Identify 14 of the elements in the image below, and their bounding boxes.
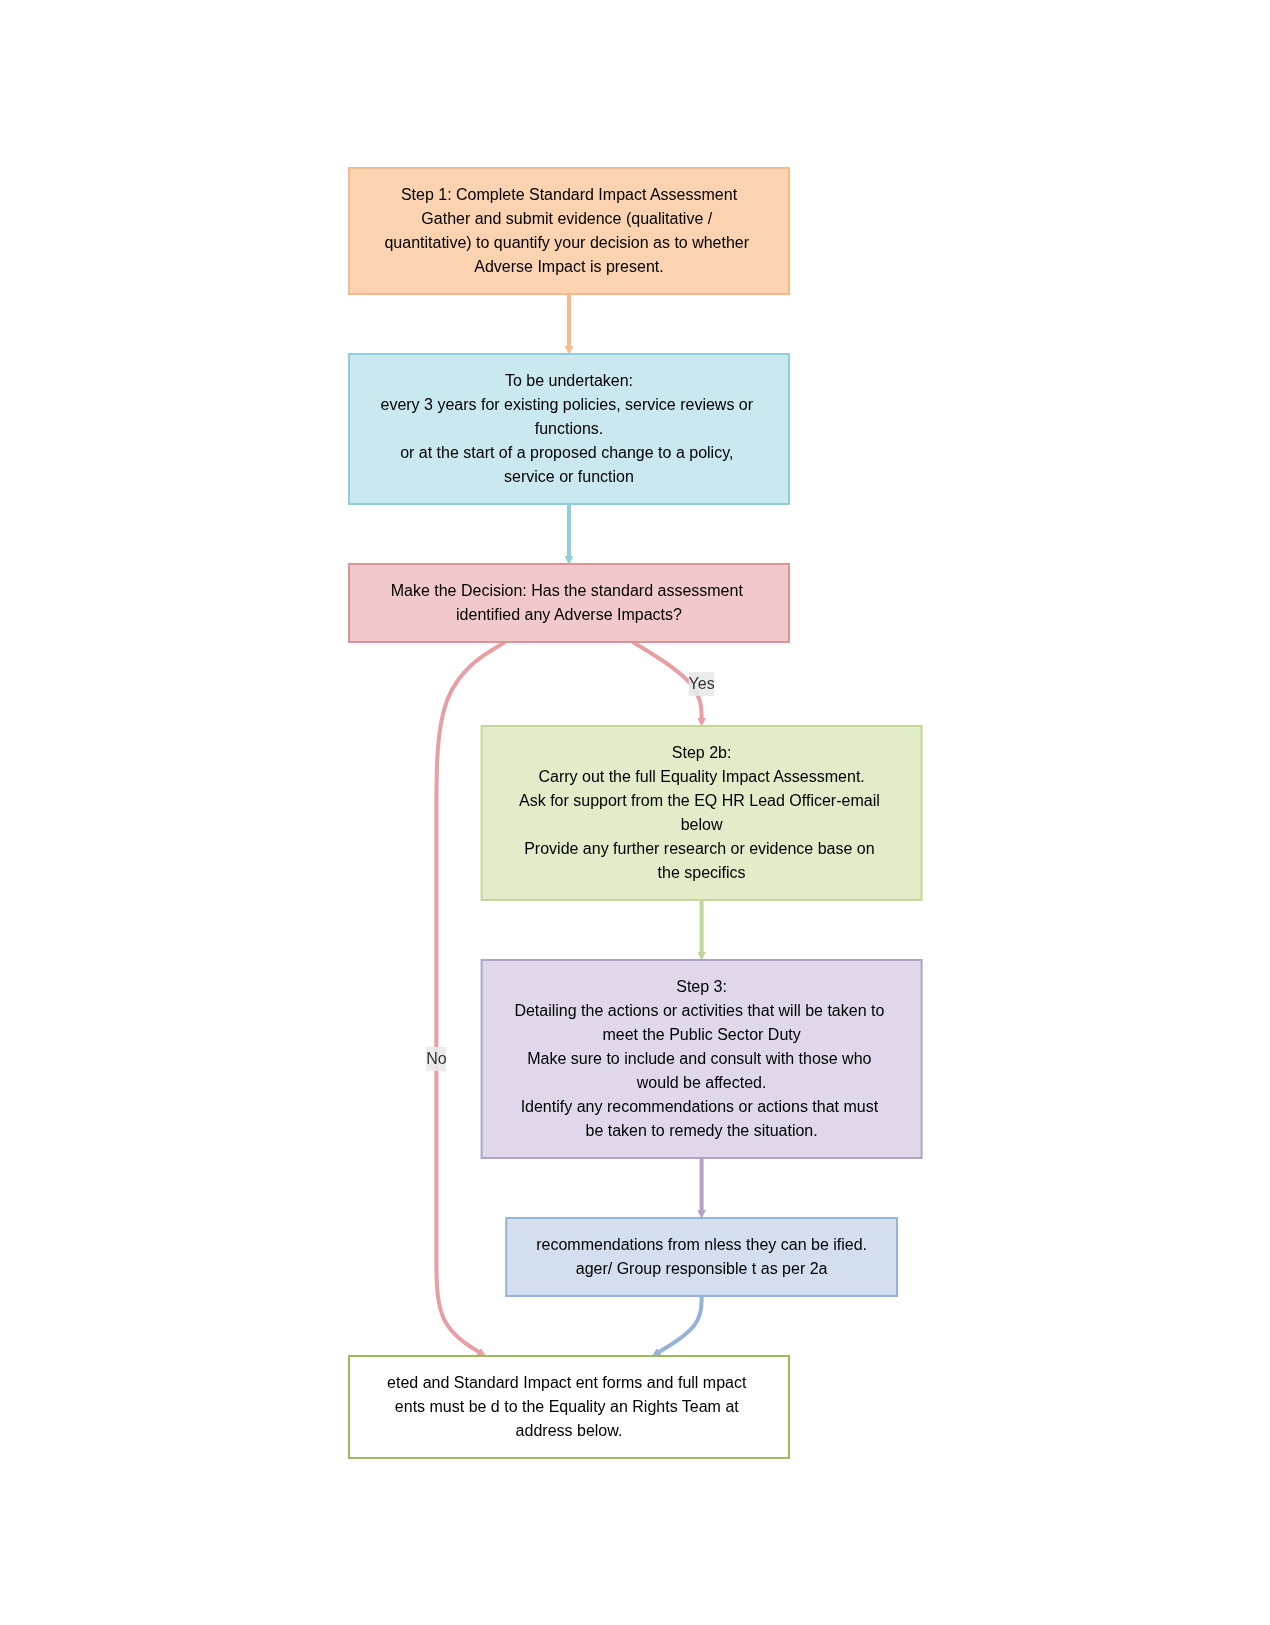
node-box: Step 1: Complete Standard Impact Assessment Gather and submit evidence (qualitative / quantitative) to quantify your decision as to whether Adverse Impact is present. xyxy=(347,166,790,295)
node-box: eted and Standard Impact ent forms and full mpact ents must be d to the Equality an Rights Team at address below. xyxy=(347,1354,790,1459)
arrow xyxy=(696,1157,706,1218)
edge-label: No xyxy=(425,1049,447,1067)
arrow xyxy=(696,899,706,960)
node-box: Step 2b: Carry out the full Equality Impact Assessment. Ask for support from the EQ HR Lead Officer-email below Provide any further research or evidence base on the specifics xyxy=(480,724,923,901)
arrow xyxy=(564,503,574,564)
arrow xyxy=(651,1295,704,1356)
node-box: recommendations from nless they can be ified. ager/ Group responsible t as per 2a xyxy=(504,1216,898,1297)
edge-label: Yes xyxy=(688,674,715,692)
node-box: Step 3: Detailing the actions or activities that will be taken to meet the Public Sector Duty Make sure to include and consult with those who would be affected. Identify any recommendations or actions that must be taken to remedy the situation. xyxy=(480,958,923,1159)
arrow xyxy=(564,293,574,354)
node-box: Make the Decision: Has the standard assessment identified any Adverse Impacts? xyxy=(347,562,790,643)
node-box: To be undertaken: every 3 years for existing policies, service reviews or functions. or at the start of a proposed change to a policy, service or function xyxy=(347,352,790,505)
